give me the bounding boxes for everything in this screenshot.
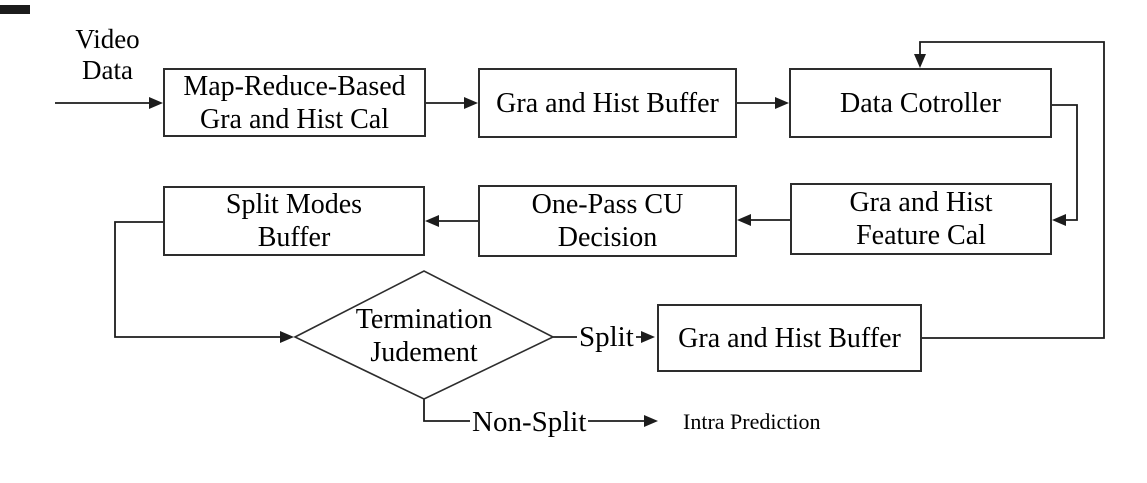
node-label-line: One-Pass CU <box>531 189 684 220</box>
node-label-line: Split Modes <box>225 189 363 220</box>
node-gra-hist-buffer-bottom: Gra and Hist Buffer <box>657 304 922 372</box>
node-label-line: Gra and Hist Cal <box>200 103 389 135</box>
node-split-modes-buffer: Split Modes Buffer <box>163 186 425 256</box>
node-label-line: Decision <box>557 222 658 253</box>
node-gra-hist-buffer-top: Gra and Hist Buffer <box>478 68 737 138</box>
video-data-line2: Data <box>82 55 133 85</box>
wire-decision-to-split-modes <box>425 215 478 227</box>
node-label-line: Gra and Hist Buffer <box>678 322 901 354</box>
edge-label-split: Split <box>577 321 636 354</box>
wire-feature-cal-to-decision <box>737 214 790 226</box>
wire-video-to-map-reduce <box>55 97 163 109</box>
node-label-line: Gra and Hist Buffer <box>496 87 719 119</box>
wire-map-reduce-to-buffer <box>426 97 478 109</box>
node-label-line: Termination <box>355 304 493 335</box>
video-data-label: Video Data <box>55 24 160 86</box>
node-label-line: Buffer <box>257 222 331 253</box>
wire-buffer-feedback-to-controller <box>914 41 1105 339</box>
node-termination-judgement-label: Termination Judement <box>340 303 508 369</box>
wire-buffer-to-controller <box>737 97 789 109</box>
node-label-line: Gra and Hist <box>849 187 993 218</box>
corner-artifact-mark <box>0 5 30 14</box>
node-label-line: Judement <box>370 337 478 368</box>
video-data-line1: Video <box>75 24 140 54</box>
node-label-line: Feature Cal <box>856 220 986 251</box>
node-label-line: Data Cotroller <box>840 87 1001 119</box>
wire-controller-to-feature-cal <box>1052 104 1078 226</box>
edge-label-intra-prediction: Intra Prediction <box>683 409 821 434</box>
termination-diamond-shape <box>293 270 555 400</box>
node-map-reduce-gra-hist-cal: Map-Reduce-Based Gra and Hist Cal <box>163 68 426 137</box>
node-label-line: Map-Reduce-Based <box>183 70 406 102</box>
node-data-controller: Data Cotroller <box>789 68 1052 138</box>
node-one-pass-cu-decision: One-Pass CU Decision <box>478 185 737 257</box>
wire-split-modes-to-termination <box>114 221 294 343</box>
node-gra-hist-feature-cal: Gra and Hist Feature Cal <box>790 183 1052 255</box>
edge-label-non-split: Non-Split <box>470 405 589 439</box>
